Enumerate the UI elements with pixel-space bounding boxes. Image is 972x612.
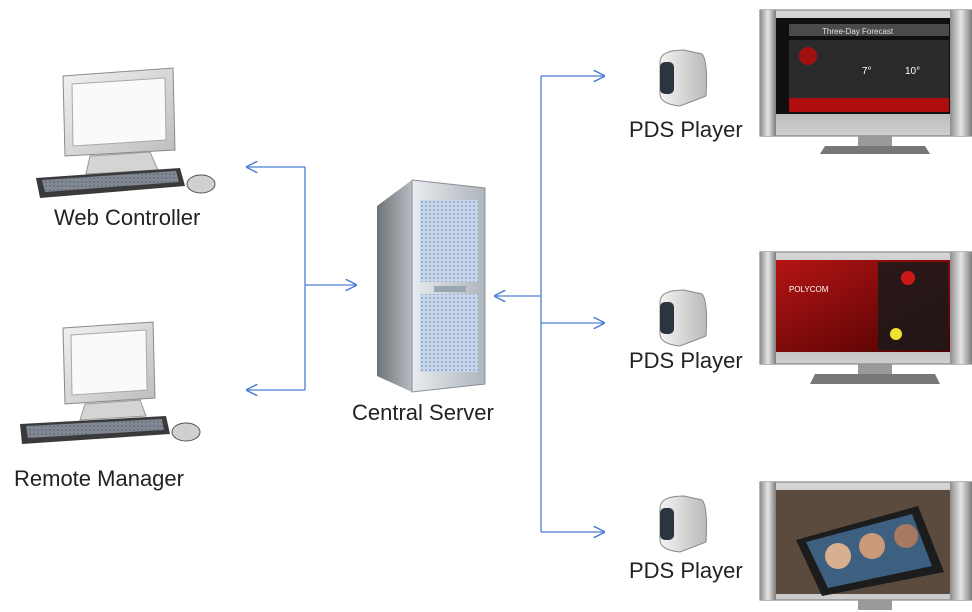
- weather-temp-1: 7°: [862, 66, 872, 77]
- pds-player-3-label: PDS Player: [629, 558, 743, 583]
- pds-player-2-device-icon: [659, 289, 707, 347]
- central-server-tower-icon: [377, 179, 486, 393]
- pds-player-1-label: PDS Player: [629, 117, 743, 142]
- central-server-label: Central Server: [352, 400, 494, 425]
- display-monitor-1: [759, 9, 972, 154]
- web-controller-label: Web Controller: [54, 205, 201, 230]
- pds-player-2-label: PDS Player: [629, 348, 743, 373]
- connectors: [247, 76, 604, 532]
- remote-manager-computer-icon: [20, 321, 201, 444]
- pds-player-3-device-icon: [659, 495, 707, 553]
- weather-temp-2: 10°: [905, 66, 920, 77]
- display-monitor-2: [759, 251, 972, 384]
- weather-title: Three-Day Forecast: [822, 27, 894, 36]
- pds-player-1-device-icon: [659, 49, 707, 107]
- display-monitor-3: [759, 481, 972, 610]
- polycom-brand: POLYCOM: [789, 285, 829, 294]
- remote-manager-label: Remote Manager: [14, 466, 184, 491]
- web-controller-computer-icon: [36, 67, 216, 198]
